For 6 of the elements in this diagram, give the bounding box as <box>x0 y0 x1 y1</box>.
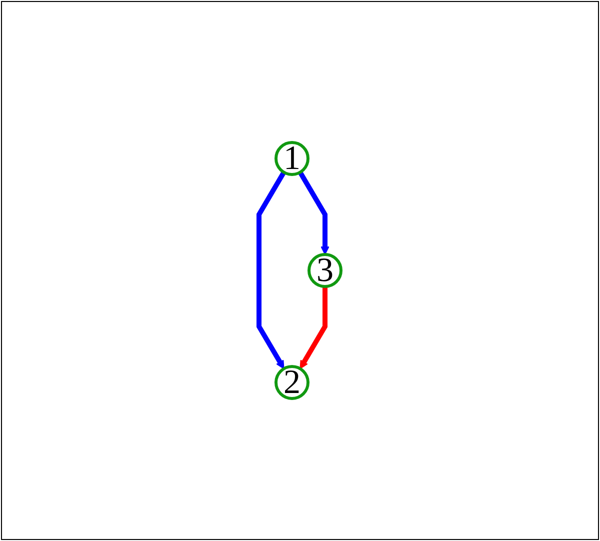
node-circle: 1 <box>274 141 310 176</box>
arrow <box>300 286 328 370</box>
arrow <box>256 171 286 370</box>
node-circle: 2 <box>274 365 310 400</box>
node-circle: 3 <box>308 253 342 288</box>
arrow <box>298 171 330 255</box>
